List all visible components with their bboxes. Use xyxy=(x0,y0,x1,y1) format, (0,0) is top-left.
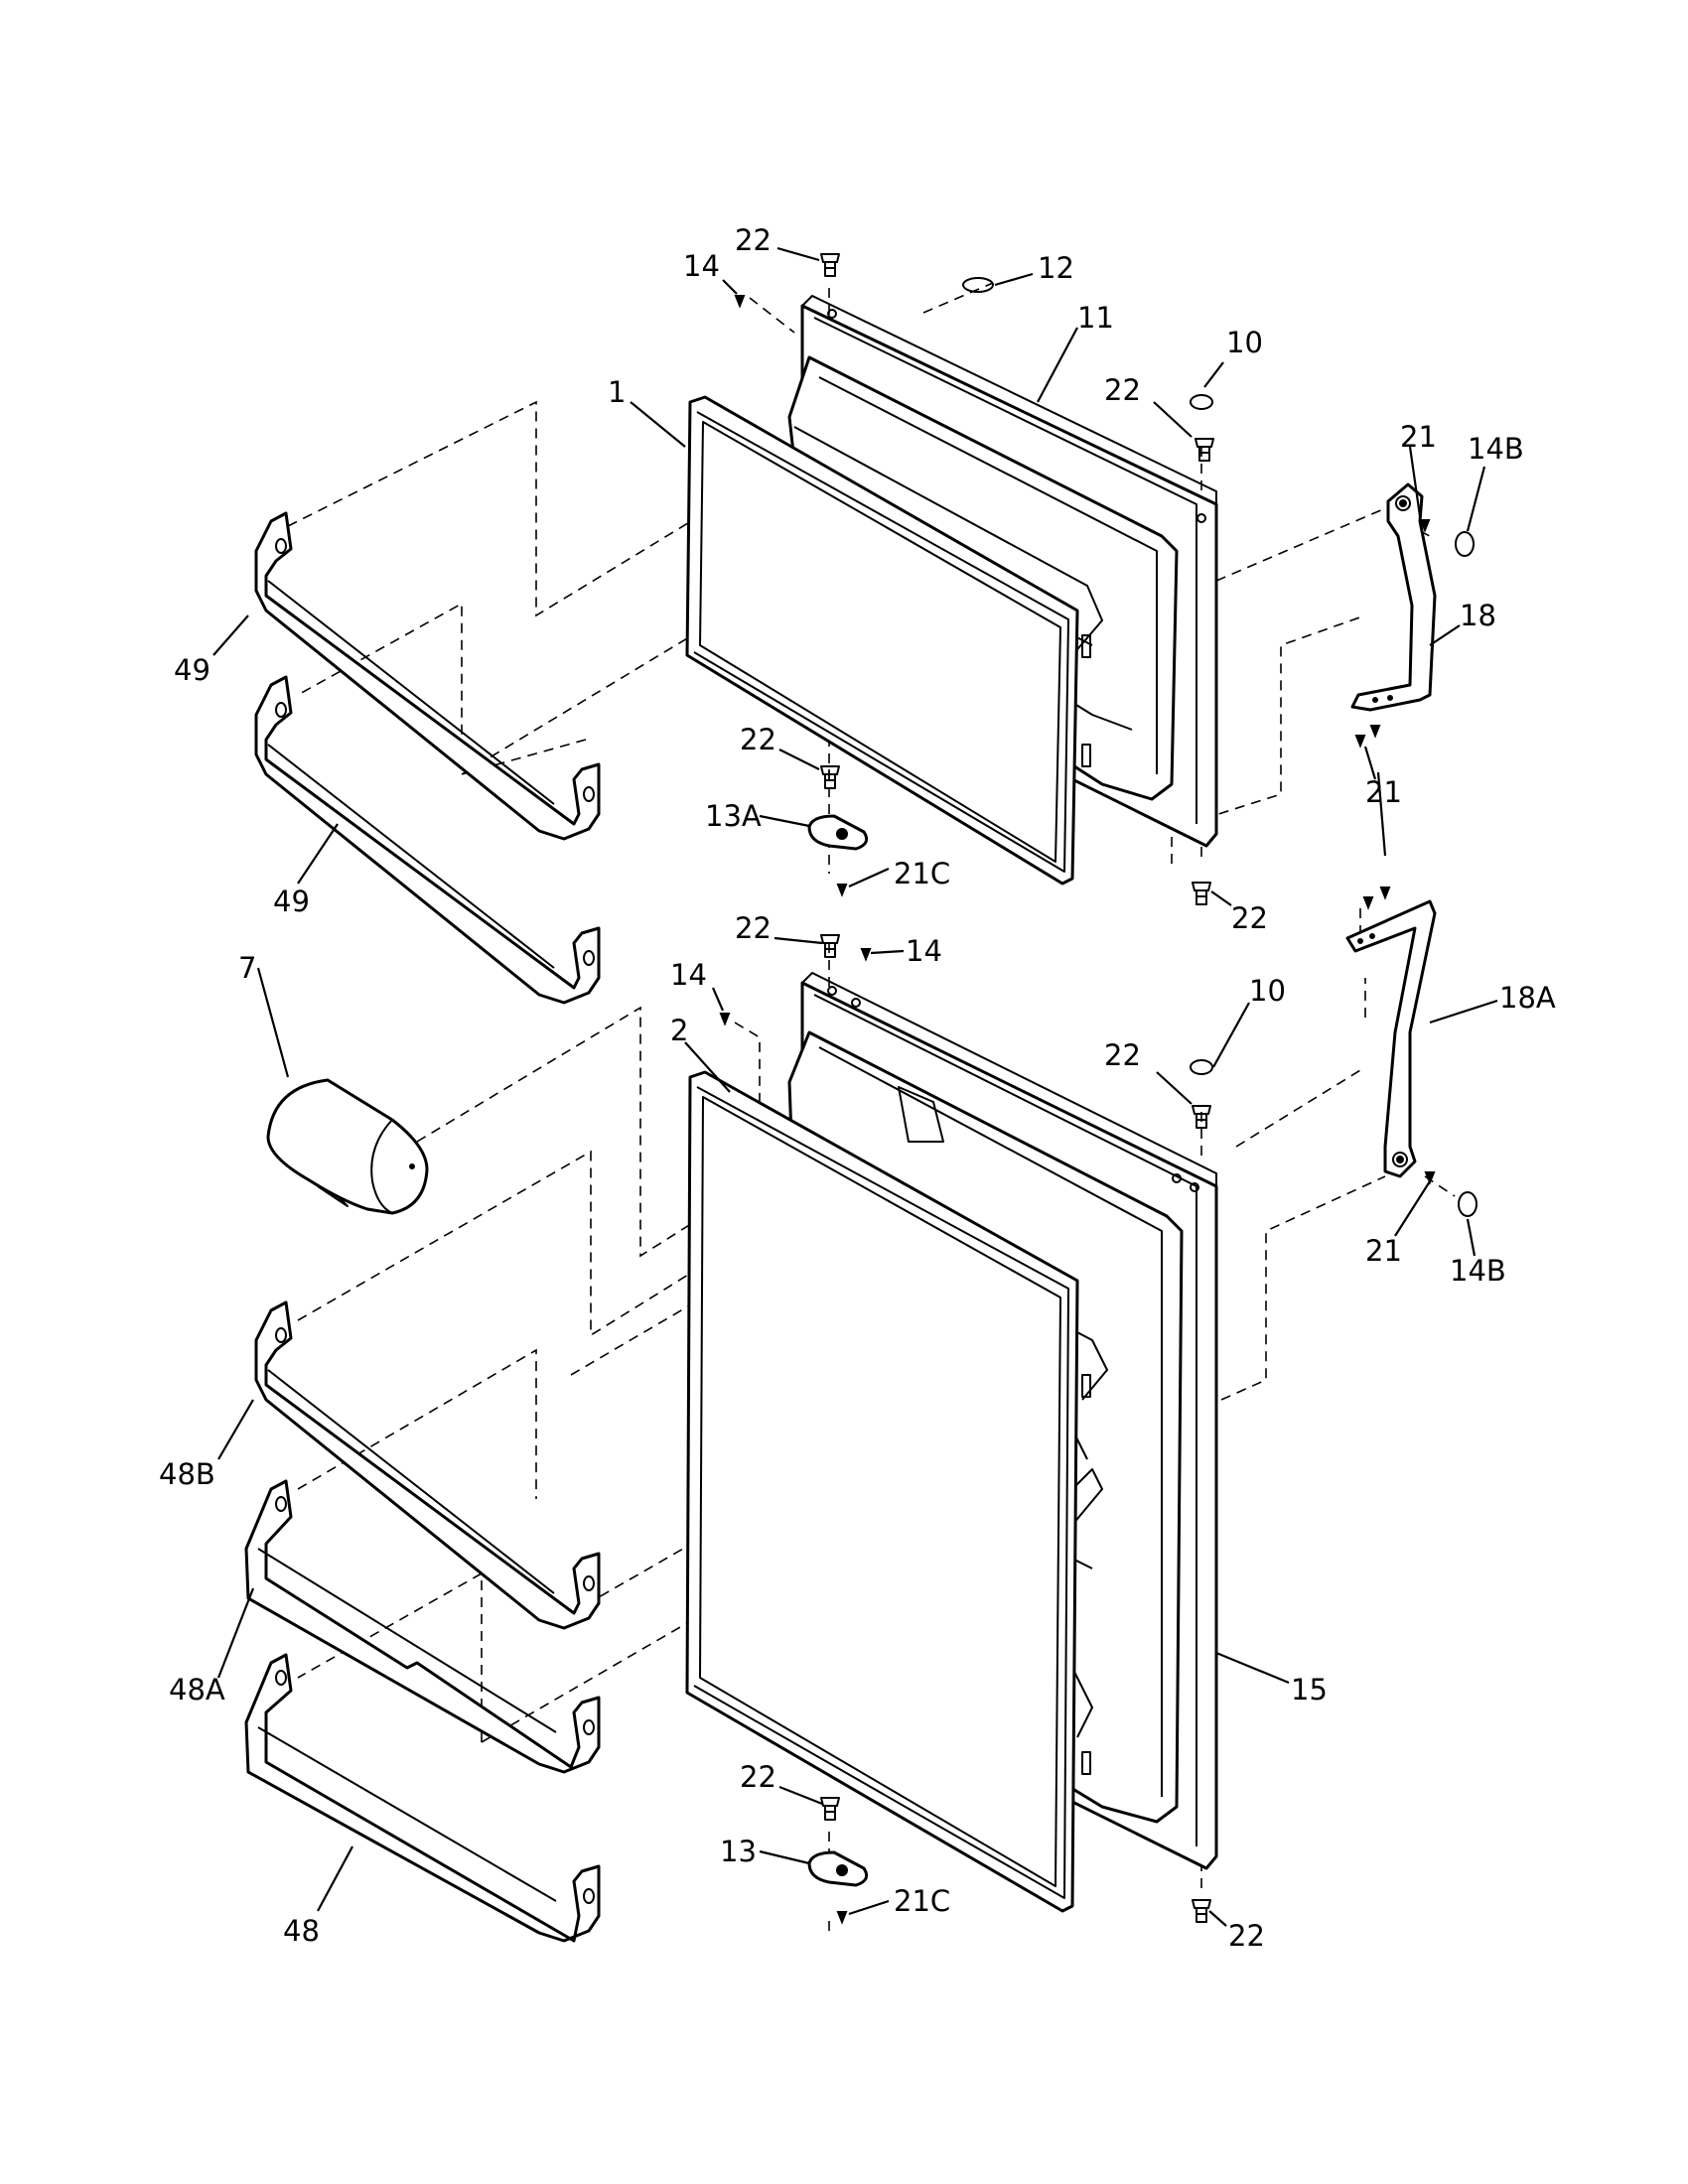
callout-49: 49 xyxy=(174,653,211,687)
screw-22c xyxy=(820,765,840,789)
cap-12 xyxy=(962,277,994,293)
callout-21c: 21C xyxy=(894,857,950,890)
callout-12: 12 xyxy=(1038,251,1074,285)
callout-22: 22 xyxy=(735,223,772,257)
callout-1: 1 xyxy=(608,375,626,409)
hinge-18 xyxy=(1350,482,1437,712)
callout-22: 22 xyxy=(1104,1038,1141,1072)
screw-22e xyxy=(820,934,840,958)
dairy-cover xyxy=(266,1078,429,1215)
callout-48b: 48B xyxy=(159,1457,215,1491)
door-shelf-48 xyxy=(244,1653,601,1943)
callout-18a: 18A xyxy=(1499,981,1556,1015)
callout-21: 21 xyxy=(1365,775,1402,809)
hinge-pin-13a xyxy=(807,814,869,851)
screw-22h xyxy=(1192,1899,1211,1923)
screw-22g xyxy=(820,1797,840,1821)
callout-21: 21 xyxy=(1400,420,1437,454)
screw-22d xyxy=(1192,882,1211,905)
callout-labels: 22 14 12 11 10 22 1 21 14B 18 49 22 13A … xyxy=(159,223,1556,1953)
callout-14b: 14B xyxy=(1468,432,1524,466)
callout-21: 21 xyxy=(1365,1234,1402,1268)
callout-22: 22 xyxy=(740,723,776,756)
callout-22: 22 xyxy=(1104,373,1141,407)
screw-14b xyxy=(861,948,871,960)
screw-22b xyxy=(1195,438,1214,462)
callout-21c: 21C xyxy=(894,1884,950,1918)
screw-21b4 xyxy=(1363,896,1373,908)
callout-14b: 14B xyxy=(1450,1254,1506,1288)
freezer-door-gasket xyxy=(685,395,1079,886)
screw-21b3 xyxy=(1380,887,1390,898)
cap-10b xyxy=(1190,1059,1213,1075)
callout-48: 48 xyxy=(283,1914,320,1948)
callout-10: 10 xyxy=(1226,326,1263,359)
callout-22: 22 xyxy=(1231,901,1268,935)
callout-14: 14 xyxy=(906,934,942,968)
cap-10a xyxy=(1190,394,1213,410)
cap-14b-top xyxy=(1455,531,1475,557)
callout-22: 22 xyxy=(740,1760,776,1794)
callout-22: 22 xyxy=(1228,1919,1265,1953)
callout-48a: 48A xyxy=(169,1673,225,1706)
hinge-18a xyxy=(1345,899,1437,1178)
screw-14a xyxy=(735,295,745,307)
callout-7: 7 xyxy=(238,951,256,985)
callout-15: 15 xyxy=(1291,1673,1328,1706)
callout-14: 14 xyxy=(670,958,707,992)
screw-21cb xyxy=(837,1911,847,1923)
callout-13: 13 xyxy=(720,1835,757,1868)
screw-21b2 xyxy=(1370,725,1380,737)
callout-2: 2 xyxy=(670,1014,688,1047)
callout-14: 14 xyxy=(683,249,720,283)
callout-11: 11 xyxy=(1077,301,1114,335)
screw-21b xyxy=(1355,735,1365,747)
callout-49: 49 xyxy=(273,885,310,918)
door-shelf-48a xyxy=(244,1479,601,1774)
callout-22: 22 xyxy=(735,911,772,945)
callout-13a: 13A xyxy=(705,799,762,833)
screw-22a xyxy=(820,253,840,277)
cap-14b-bottom xyxy=(1458,1191,1477,1217)
screw-14c xyxy=(720,1013,730,1024)
screw-21ca xyxy=(837,884,847,895)
callout-10: 10 xyxy=(1249,974,1286,1008)
fresh-food-door-gasket xyxy=(685,1070,1079,1913)
leader-lines xyxy=(212,246,1498,1927)
hinge-pin-13 xyxy=(807,1850,869,1887)
callout-18: 18 xyxy=(1460,599,1496,632)
